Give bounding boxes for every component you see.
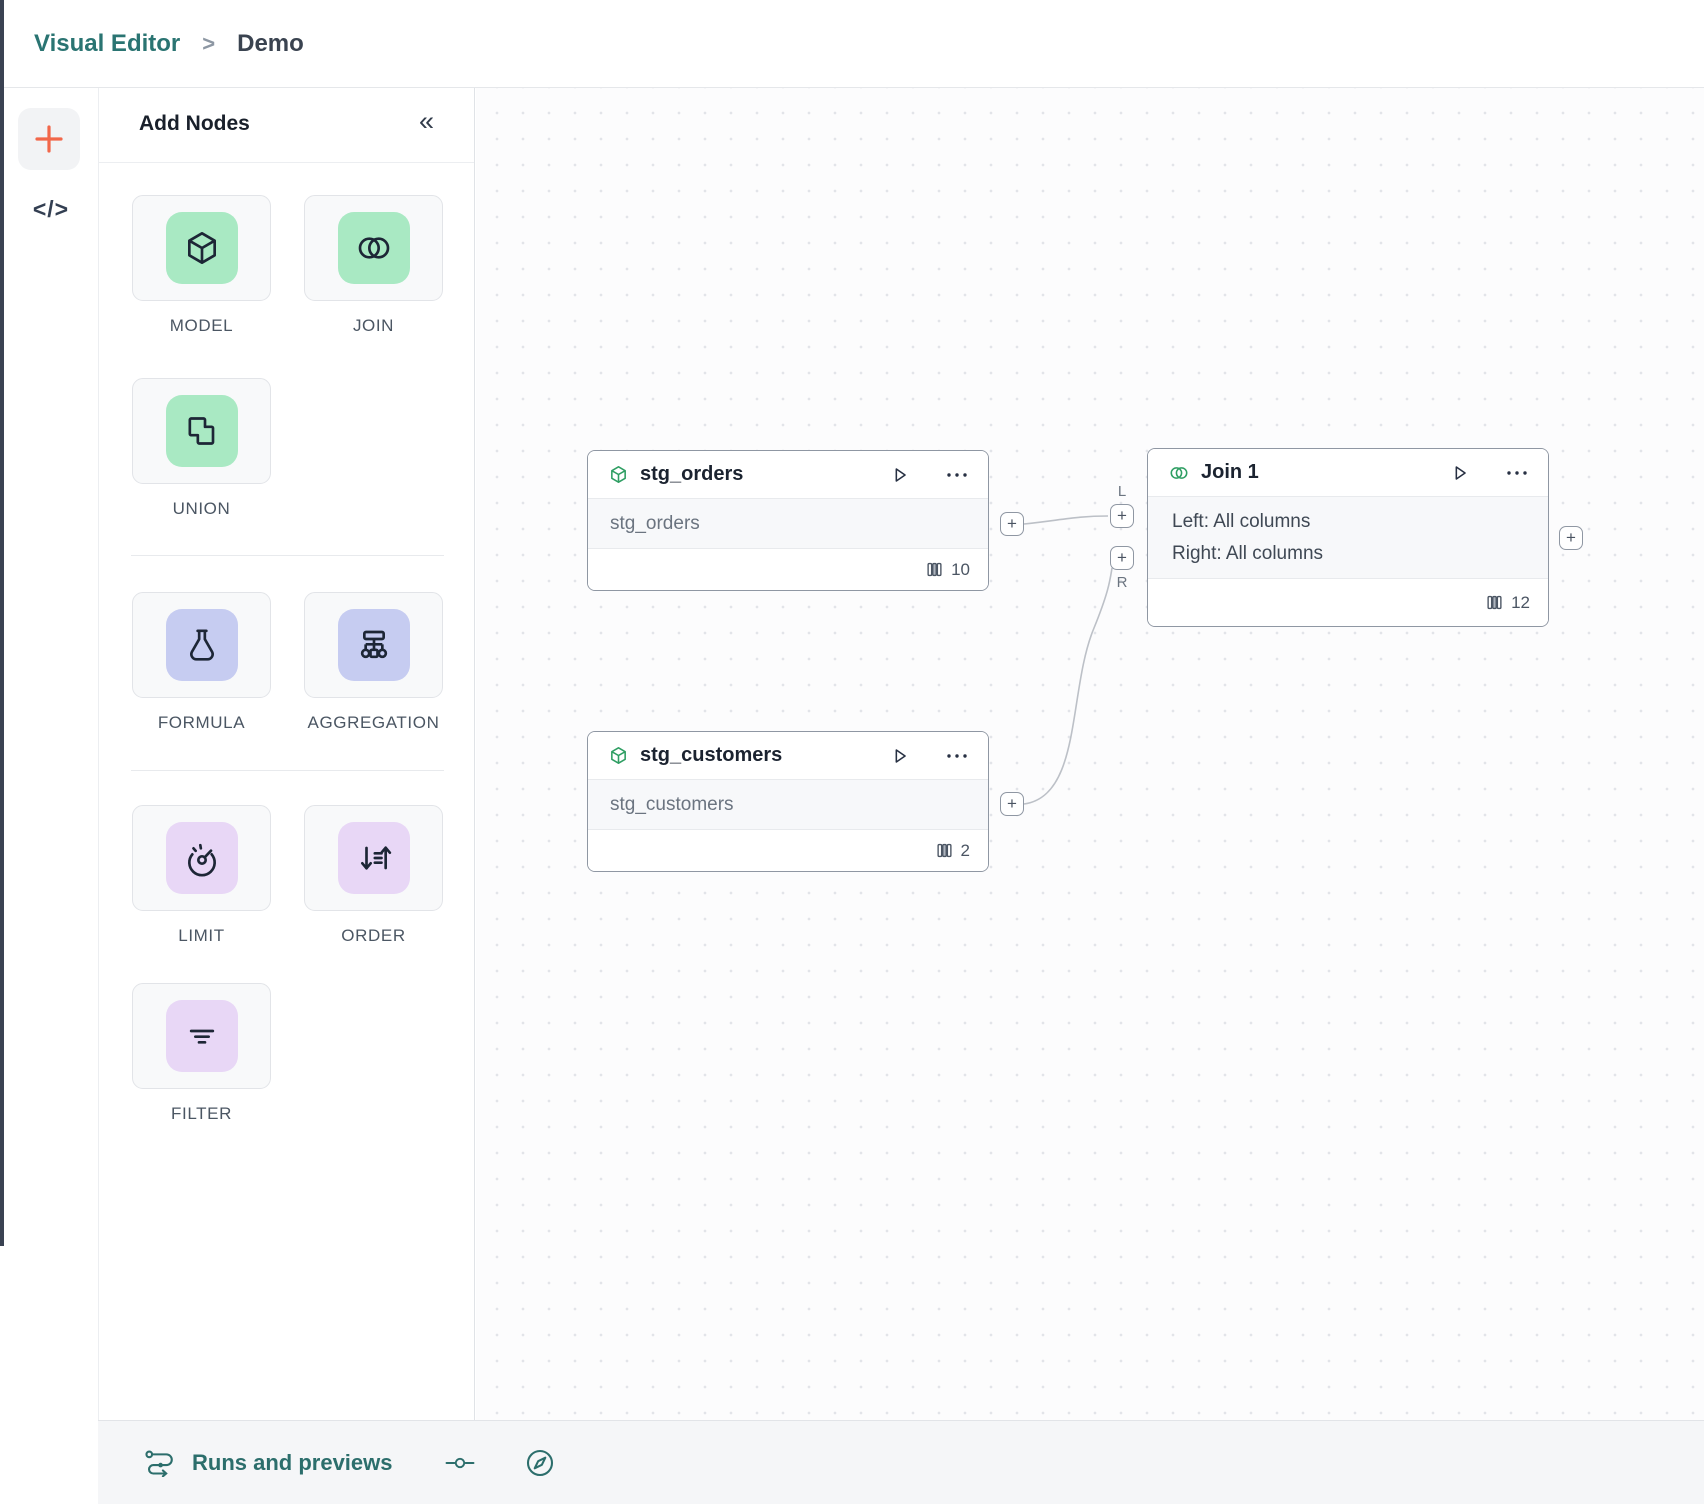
ellipsis-icon <box>947 753 967 758</box>
stg-orders-output-handle[interactable]: + <box>1000 512 1024 536</box>
palette-label-limit: LIMIT <box>178 926 225 945</box>
columns-icon <box>936 843 952 858</box>
cube-icon <box>165 212 238 284</box>
window-left-edge <box>0 0 4 1246</box>
palette-group-divider <box>131 555 444 556</box>
breadcrumb-separator: > <box>202 30 216 56</box>
column-count: 2 <box>960 840 970 860</box>
join-right-port-label: R <box>1116 574 1128 591</box>
filter-lines-icon <box>165 1000 238 1072</box>
columns-icon <box>1487 595 1502 610</box>
node-stg-orders[interactable]: stg_orders stg_orders <box>587 450 989 591</box>
ellipsis-icon <box>947 472 967 477</box>
edge-customers-to-join-right <box>1023 567 1113 805</box>
node-stg-customers-header: stg_customers <box>588 732 988 779</box>
palette-card-union[interactable] <box>132 378 271 484</box>
palette-group-divider <box>131 770 444 771</box>
palette-card-join[interactable] <box>304 195 443 301</box>
palette-card-order[interactable] <box>304 805 443 911</box>
join-config-summary: Left: All columns Right: All columns <box>1148 496 1548 579</box>
model-cube-icon <box>611 747 626 764</box>
palette-label-aggregation: AGGREGATION <box>307 713 440 732</box>
bottom-bar: Runs and previews <box>98 1420 1704 1504</box>
more-options-button[interactable] <box>1506 470 1528 476</box>
top-header: Visual Editor > Demo <box>4 0 1704 88</box>
palette-label-model: MODEL <box>169 316 234 335</box>
play-icon <box>1455 465 1466 480</box>
node-title: stg_customers <box>640 744 783 766</box>
node-join-1[interactable]: Join 1 Left: All columns Right: All colu… <box>1147 448 1549 627</box>
gauge-icon <box>165 822 238 894</box>
stg-customers-output-handle[interactable]: + <box>1000 792 1024 816</box>
node-stg-orders-header: stg_orders <box>588 451 988 498</box>
join-left-line: Left: All columns <box>1172 511 1311 532</box>
model-cube-icon <box>611 466 626 483</box>
columns-icon <box>927 562 942 577</box>
palette-label-formula: FORMULA <box>157 713 246 732</box>
node-title: Join 1 <box>1201 461 1259 483</box>
run-node-button[interactable] <box>889 464 911 486</box>
edge-orders-to-join-left <box>1023 515 1109 525</box>
union-shapes-icon <box>165 395 238 467</box>
breadcrumb-visual-editor[interactable]: Visual Editor <box>34 29 181 57</box>
node-footer: 10 <box>588 549 988 590</box>
node-join-1-header: Join 1 <box>1148 449 1548 496</box>
node-description: stg_orders <box>588 498 988 549</box>
runs-and-previews-label: Runs and previews <box>192 1449 393 1475</box>
plus-icon <box>35 125 63 153</box>
play-icon <box>895 467 906 482</box>
join-left-port-label: L <box>1117 483 1127 500</box>
node-title: stg_orders <box>640 463 744 485</box>
add-nodes-title: Add Nodes <box>139 112 250 135</box>
add-button[interactable] <box>18 108 80 170</box>
palette-card-formula[interactable] <box>132 592 271 698</box>
palette-label-filter: FILTER <box>171 1104 232 1123</box>
join-output-handle[interactable]: + <box>1559 526 1583 550</box>
play-icon <box>895 748 906 763</box>
run-node-button[interactable] <box>889 745 911 767</box>
add-nodes-header: Add Nodes « <box>99 88 474 163</box>
palette-card-model[interactable] <box>132 195 271 301</box>
palette-card-aggregation[interactable] <box>304 592 443 698</box>
join-right-line: Right: All columns <box>1172 543 1324 564</box>
palette-card-limit[interactable] <box>132 805 271 911</box>
code-view-button[interactable]: </> <box>32 196 70 222</box>
sort-arrows-icon <box>337 822 410 894</box>
sitemap-icon <box>337 609 410 681</box>
left-rail: </> <box>4 88 98 1420</box>
flask-icon <box>165 609 238 681</box>
add-nodes-panel: Add Nodes « MODEL JOIN <box>98 88 475 1420</box>
node-description: stg_customers <box>588 779 988 830</box>
palette-label-join: JOIN <box>352 316 395 335</box>
join-right-input-handle[interactable]: + <box>1110 546 1134 570</box>
runs-and-previews-button[interactable]: Runs and previews <box>144 1449 393 1477</box>
pipeline-canvas[interactable]: stg_orders stg_orders <box>476 88 1704 1420</box>
compass-icon[interactable] <box>525 1448 555 1478</box>
join-left-input-handle[interactable]: + <box>1110 504 1134 528</box>
palette-label-union: UNION <box>172 499 231 518</box>
join-circles-icon <box>337 212 410 284</box>
route-runs-icon <box>145 1450 173 1477</box>
column-count: 10 <box>951 559 970 579</box>
node-stg-customers[interactable]: stg_customers stg_customers <box>587 731 989 872</box>
collapse-panel-button[interactable]: « <box>418 106 434 136</box>
node-footer: 2 <box>588 830 988 871</box>
breadcrumb-current-demo: Demo <box>237 29 304 57</box>
run-node-button[interactable] <box>1449 462 1471 484</box>
more-options-button[interactable] <box>946 753 968 759</box>
node-footer: 12 <box>1148 579 1548 626</box>
column-count: 12 <box>1511 592 1530 612</box>
more-options-button[interactable] <box>946 472 968 478</box>
palette-card-filter[interactable] <box>132 983 271 1089</box>
ellipsis-icon <box>1507 470 1527 475</box>
commit-icon[interactable] <box>445 1456 475 1470</box>
palette-label-order: ORDER <box>341 926 406 945</box>
join-circles-icon <box>1170 466 1188 479</box>
